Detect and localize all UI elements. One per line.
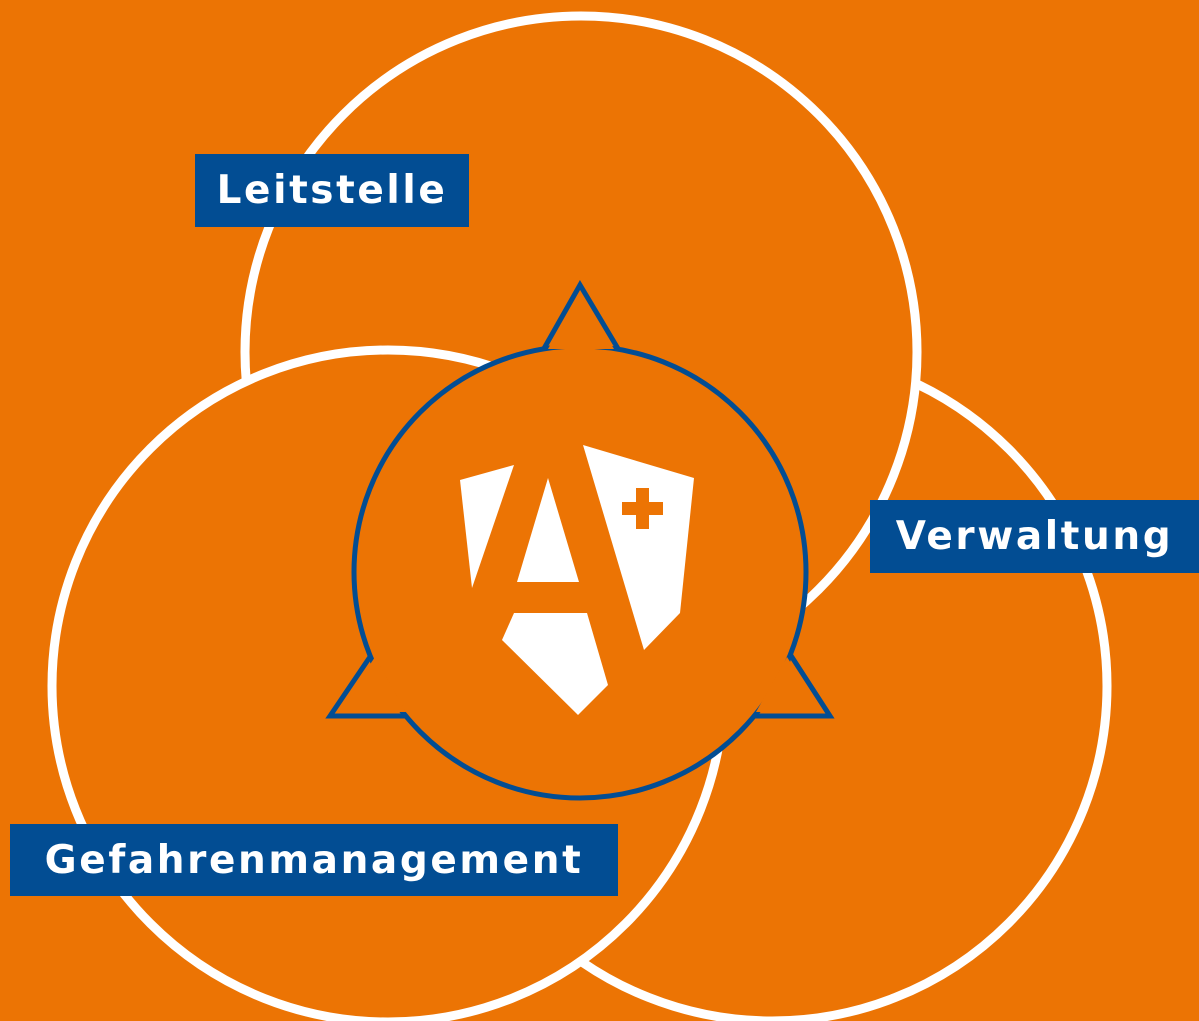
plus-icon [622,488,663,529]
label-leitstelle: Leitstelle [195,154,469,227]
center-badge [325,280,835,801]
shield-a-plus-logo-icon [460,445,694,715]
label-gefahrenmanagement: Gefahrenmanagement [10,824,618,896]
label-verwaltung: Verwaltung [870,500,1199,573]
